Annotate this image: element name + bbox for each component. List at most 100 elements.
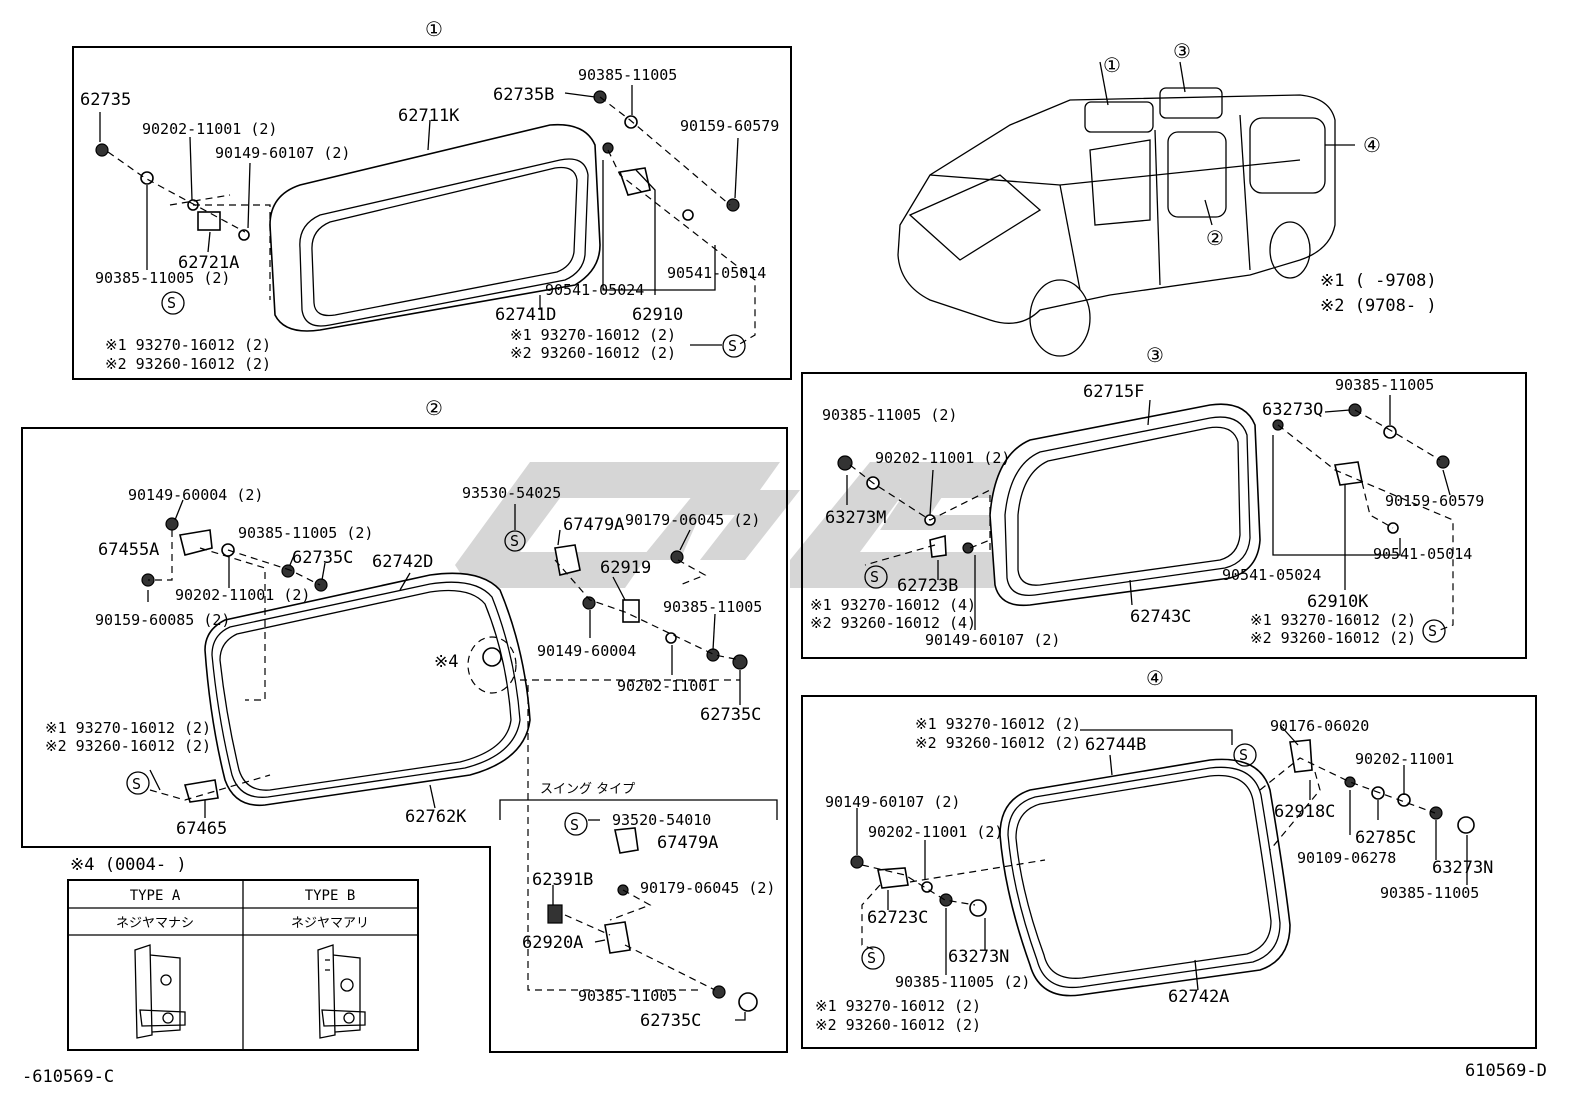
label-63273n-a: 63273N xyxy=(1432,858,1493,878)
label-62723b: 62723B xyxy=(897,576,958,596)
label-s-1a: S xyxy=(167,294,176,312)
label-note1-s4a: ※1 93270-16012 (2) xyxy=(915,715,1081,733)
label-s-4a: S xyxy=(1239,746,1248,764)
label-note2-s3a: ※2 93260-16012 (4) xyxy=(810,614,976,632)
s-symbol-2a xyxy=(504,530,526,552)
label-67455a: 67455A xyxy=(98,540,159,560)
section-2-number: ② xyxy=(425,396,443,420)
swing-type-title: スイング タイプ xyxy=(540,782,635,797)
label-90159-60579-s1: 90159-60579 xyxy=(680,117,779,135)
label-90202-11001-2-s3: 90202-11001 (2) xyxy=(875,449,1010,467)
label-note1-s3b: ※1 93270-16012 (2) xyxy=(1250,611,1416,629)
label-67465: 67465 xyxy=(176,819,227,839)
label-67479a-a: 67479A xyxy=(563,515,624,535)
glass-62711k xyxy=(269,123,601,332)
label-90159-60579-s3: 90159-60579 xyxy=(1385,492,1484,510)
label-90385-11005-swing: 90385-11005 xyxy=(578,987,677,1005)
s-symbol-4a xyxy=(1233,743,1257,767)
label-s-3a: S xyxy=(870,568,879,586)
label-62735b: 62735B xyxy=(493,85,554,105)
label-note2-s3b: ※2 93260-16012 (2) xyxy=(1250,629,1416,647)
label-90202-11001-s1: 90202-11001 (2) xyxy=(142,120,277,138)
label-62735c-a: 62735C xyxy=(292,548,353,568)
type-table-note: ※4 (0004- ) xyxy=(70,855,187,875)
vehicle-callout-2: ② xyxy=(1206,226,1224,250)
label-note1-s1a: ※1 93270-16012 (2) xyxy=(105,336,271,354)
vehicle-callout-4: ④ xyxy=(1363,133,1381,157)
label-90541-05014-s1: 90541-05014 xyxy=(667,264,766,282)
label-note2-s2: ※2 93260-16012 (2) xyxy=(45,737,211,755)
label-note1-s4b: ※1 93270-16012 (2) xyxy=(815,997,981,1015)
label-62918c: 62918C xyxy=(1274,802,1335,822)
label-90385-11005-s3: 90385-11005 xyxy=(1335,376,1434,394)
glass-62742a xyxy=(999,758,1291,997)
label-90541-05024-s1: 90541-05024 xyxy=(545,281,644,299)
leaders-section-2 xyxy=(147,499,741,991)
type-b-header: TYPE B xyxy=(305,888,356,904)
s-symbol-1b xyxy=(722,334,746,358)
fasteners-section-2 xyxy=(141,517,748,803)
label-62715f: 62715F xyxy=(1083,382,1144,402)
label-62919: 62919 xyxy=(600,558,651,578)
type-a-header: TYPE A xyxy=(130,888,181,904)
s-symbol-2c xyxy=(564,812,588,836)
section-1-frame xyxy=(72,46,792,380)
type-b-desc: ネジヤマアリ xyxy=(291,916,369,931)
section-4-frame xyxy=(801,695,1537,1049)
label-s-3b: S xyxy=(1428,622,1437,640)
label-62711k: 62711K xyxy=(398,106,460,126)
label-90149-60107-s3: 90149-60107 (2) xyxy=(925,631,1060,649)
label-90149-60004-2: 90149-60004 (2) xyxy=(128,486,263,504)
label-67479a-b: 67479A xyxy=(657,833,718,853)
label-90202-11001-s2b: 90202-11001 xyxy=(617,677,716,695)
fasteners-section-1 xyxy=(95,90,740,241)
figure-id-left: -610569-C xyxy=(22,1067,114,1087)
type-a-hinge-illustration xyxy=(134,944,186,1039)
label-note2-s4a: ※2 93260-16012 (2) xyxy=(915,734,1081,752)
figure-id-right: 610569-D xyxy=(1465,1061,1547,1081)
label-63273m: 63273M xyxy=(825,508,886,528)
label-90202-11001-2-s4: 90202-11001 (2) xyxy=(868,823,1003,841)
fasteners-section-4 xyxy=(850,739,1475,917)
label-90159-60085: 90159-60085 (2) xyxy=(95,611,230,629)
label-s-2b: S xyxy=(132,775,141,793)
label-s-2a: S xyxy=(510,532,519,550)
label-90385-11005-2-s3: 90385-11005 (2) xyxy=(822,406,957,424)
label-90202-11001-s4: 90202-11001 xyxy=(1355,750,1454,768)
label-62735c-c: 62735C xyxy=(640,1011,701,1031)
vehicle-callout-3: ③ xyxy=(1173,39,1191,63)
label-s-2c: S xyxy=(570,816,579,834)
vehicle-note-1: ※1 ( -9708) xyxy=(1320,271,1437,291)
label-note1-s2: ※1 93270-16012 (2) xyxy=(45,719,211,737)
leaders-section-1 xyxy=(99,85,756,346)
label-90385-11005-s1: 90385-11005 (2) xyxy=(95,269,230,287)
s-symbol-1a xyxy=(161,291,185,315)
s-symbol-2b xyxy=(126,771,150,795)
label-90149-60107-s4: 90149-60107 (2) xyxy=(825,793,960,811)
glass-62762k xyxy=(204,572,531,807)
label-62742d: 62742D xyxy=(372,552,433,572)
label-62742a: 62742A xyxy=(1168,987,1229,1007)
label-62741d: 62741D xyxy=(495,305,556,325)
label-90179-06045-b: 90179-06045 (2) xyxy=(640,879,775,897)
label-62744b: 62744B xyxy=(1085,735,1146,755)
label-62723c: 62723C xyxy=(867,908,928,928)
label-90149-60107-s1: 90149-60107 (2) xyxy=(215,144,350,162)
label-62762k: 62762K xyxy=(405,807,467,827)
label-62920a: 62920A xyxy=(522,933,583,953)
label-90176-06020: 90176-06020 xyxy=(1270,717,1369,735)
label-62743c: 62743C xyxy=(1130,607,1191,627)
label-note2-s1b: ※2 93260-16012 (2) xyxy=(510,344,676,362)
label-63273q: 63273Q xyxy=(1262,400,1323,420)
label-63273n-b: 63273N xyxy=(948,947,1009,967)
type-a-desc: ネジヤマナシ xyxy=(116,916,194,931)
label-93530-54025: 93530-54025 xyxy=(462,484,561,502)
label-90385-11005-s4: 90385-11005 xyxy=(1380,884,1479,902)
section-3-frame xyxy=(801,372,1527,659)
type-b-hinge-illustration xyxy=(317,944,366,1039)
swing-parts xyxy=(547,819,758,1021)
label-90541-05024-s3: 90541-05024 xyxy=(1222,566,1321,584)
label-62735: 62735 xyxy=(80,90,131,110)
label-62910: 62910 xyxy=(632,305,683,325)
